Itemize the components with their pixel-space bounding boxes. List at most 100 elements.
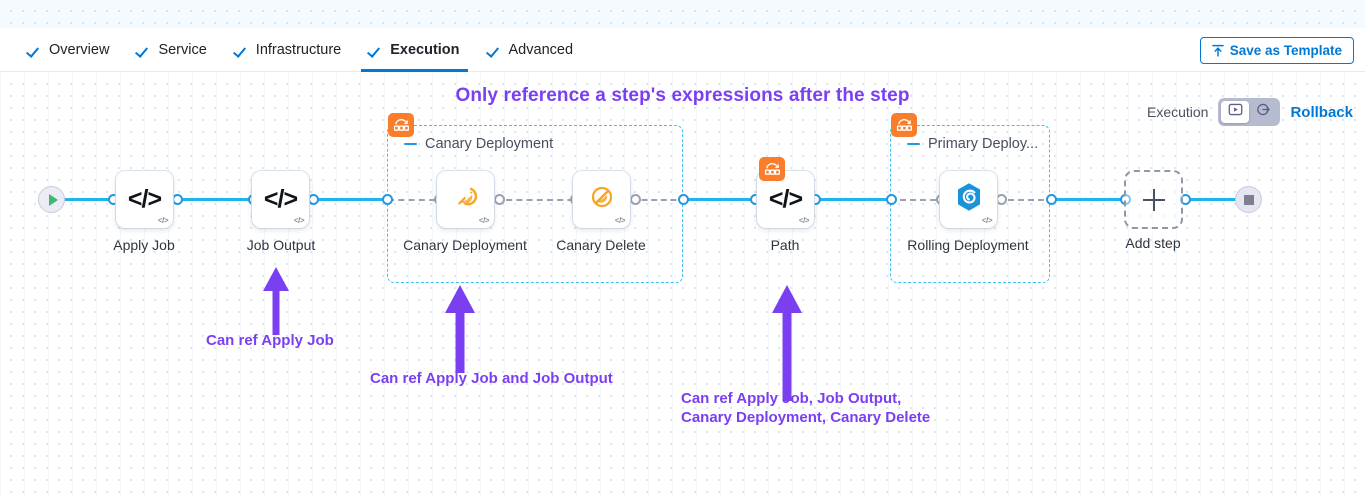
code-badge-icon: </> bbox=[478, 216, 490, 225]
tab-label: Service bbox=[158, 41, 207, 58]
stage-group-icon-canary[interactable] bbox=[388, 113, 414, 137]
tab-label: Execution bbox=[390, 41, 460, 58]
stage-tabs: Overview Service Infrastructure Executio… bbox=[0, 28, 587, 72]
canary-delete-icon bbox=[587, 182, 617, 217]
step-label-canary-deployment: Canary Deployment bbox=[403, 237, 527, 253]
tab-service[interactable]: Service bbox=[123, 28, 220, 72]
code-step-icon: </> bbox=[127, 185, 162, 213]
connector-addstep-end bbox=[1182, 198, 1244, 201]
connector-dot bbox=[886, 194, 897, 205]
group-title-label: Canary Deployment bbox=[425, 136, 554, 152]
tab-label: Overview bbox=[49, 41, 110, 58]
add-step-label: Add step bbox=[1125, 235, 1181, 251]
save-as-template-label: Save as Template bbox=[1229, 43, 1342, 58]
step-label-job-output: Job Output bbox=[246, 237, 316, 253]
connector-path-primarygroup bbox=[812, 198, 894, 201]
annotation-arrow-canary bbox=[445, 285, 475, 373]
add-step-button[interactable] bbox=[1124, 170, 1183, 229]
collapse-dash-icon[interactable] bbox=[404, 142, 417, 146]
connector-dot bbox=[308, 194, 319, 205]
pipeline-graph: Canary Deployment Primary Deploy... bbox=[0, 73, 1365, 495]
stop-icon bbox=[1243, 194, 1254, 205]
toggle-option-rollback[interactable] bbox=[1249, 101, 1277, 123]
connector-start-applyjob bbox=[60, 198, 122, 201]
connector-dot bbox=[678, 194, 689, 205]
stage-group-icon-primary[interactable] bbox=[891, 113, 917, 137]
code-badge-icon: </> bbox=[981, 216, 993, 225]
top-dotted-band bbox=[0, 0, 1365, 28]
plus-icon bbox=[1142, 188, 1165, 211]
connector-dot bbox=[172, 194, 183, 205]
stage-group-icon bbox=[393, 118, 409, 131]
check-icon bbox=[235, 43, 249, 57]
group-title-primary-deployment: Primary Deploy... bbox=[907, 136, 1038, 152]
rollback-view-icon bbox=[1256, 102, 1271, 122]
toggle-option-execution[interactable] bbox=[1221, 101, 1250, 123]
step-label-canary-delete: Canary Delete bbox=[556, 237, 646, 253]
tab-advanced[interactable]: Advanced bbox=[474, 28, 588, 72]
step-label-path: Path bbox=[770, 237, 800, 253]
execution-view-icon bbox=[1228, 102, 1243, 122]
stage-group-icon bbox=[764, 162, 780, 175]
tab-execution[interactable]: Execution bbox=[355, 28, 473, 72]
connector-canarydeploy-canarydelete bbox=[496, 199, 604, 201]
step-label-rolling-deployment: Rolling Deployment bbox=[907, 237, 1029, 253]
annotation-arrow-apply-job bbox=[263, 267, 289, 335]
step-node-rolling-deployment[interactable]: </> bbox=[940, 171, 997, 228]
pipeline-canvas[interactable]: Only reference a step's expressions afte… bbox=[0, 73, 1365, 495]
tab-label: Advanced bbox=[508, 41, 574, 58]
connector-group-rolling bbox=[890, 199, 946, 201]
collapse-dash-icon[interactable] bbox=[907, 142, 920, 146]
connector-dot bbox=[1046, 194, 1057, 205]
connector-dot bbox=[494, 194, 505, 205]
group-title-label: Primary Deploy... bbox=[928, 136, 1039, 152]
check-icon bbox=[488, 43, 502, 57]
annotation-apply-job: Can ref Apply Job bbox=[206, 332, 334, 349]
annotation-path: Can ref Apply Job, Job Output, Canary De… bbox=[681, 390, 931, 426]
connector-dot bbox=[630, 194, 641, 205]
group-title-canary-deployment: Canary Deployment bbox=[404, 136, 553, 152]
rollback-link[interactable]: Rollback bbox=[1290, 103, 1353, 121]
step-node-canary-deployment[interactable]: </> bbox=[437, 171, 494, 228]
stage-tab-bar: Overview Service Infrastructure Executio… bbox=[0, 28, 1365, 72]
code-step-icon: </> bbox=[263, 185, 298, 213]
code-badge-icon: </> bbox=[157, 216, 169, 225]
stage-group-icon-path[interactable] bbox=[759, 157, 785, 181]
annotation-canary: Can ref Apply Job and Job Output bbox=[370, 370, 613, 387]
code-badge-icon: </> bbox=[798, 216, 810, 225]
pipeline-end-node[interactable] bbox=[1235, 186, 1262, 213]
connector-joboutput-canarygroup bbox=[310, 198, 390, 201]
annotation-arrow-path bbox=[772, 285, 802, 401]
step-node-apply-job[interactable]: </> </> bbox=[116, 171, 173, 228]
connector-group-canarydeploy bbox=[388, 199, 466, 201]
canvas-heading: Only reference a step's expressions afte… bbox=[455, 85, 910, 106]
pipeline-start-node[interactable] bbox=[38, 186, 65, 213]
code-step-icon: </> bbox=[768, 185, 803, 213]
code-badge-icon: </> bbox=[293, 216, 305, 225]
code-badge-icon: </> bbox=[614, 216, 626, 225]
connector-canarygroup-path bbox=[680, 198, 758, 201]
execution-toggle-label: Execution bbox=[1146, 104, 1209, 120]
tab-infrastructure[interactable]: Infrastructure bbox=[221, 28, 355, 72]
connector-canarydelete-groupout bbox=[632, 199, 686, 201]
execution-rollback-toggle[interactable] bbox=[1218, 98, 1281, 126]
step-node-job-output[interactable]: </> </> bbox=[252, 171, 309, 228]
rolling-hex-icon bbox=[955, 182, 983, 217]
connector-dot bbox=[382, 194, 393, 205]
step-label-apply-job: Apply Job bbox=[113, 237, 175, 253]
play-icon bbox=[48, 193, 58, 206]
tab-label: Infrastructure bbox=[255, 41, 342, 58]
check-icon bbox=[137, 43, 151, 57]
save-as-template-button[interactable]: Save as Template bbox=[1199, 37, 1354, 64]
stage-group-icon bbox=[896, 118, 912, 131]
connector-dot bbox=[996, 194, 1007, 205]
check-icon bbox=[369, 43, 383, 57]
upload-template-icon bbox=[1211, 44, 1224, 57]
tab-overview[interactable]: Overview bbox=[14, 28, 123, 72]
connector-rolling-groupout bbox=[998, 199, 1054, 201]
check-icon bbox=[28, 43, 42, 57]
step-node-canary-delete[interactable]: </> bbox=[573, 171, 630, 228]
canary-bird-icon bbox=[451, 182, 481, 217]
connector-primarygroup-addstep bbox=[1048, 198, 1126, 201]
